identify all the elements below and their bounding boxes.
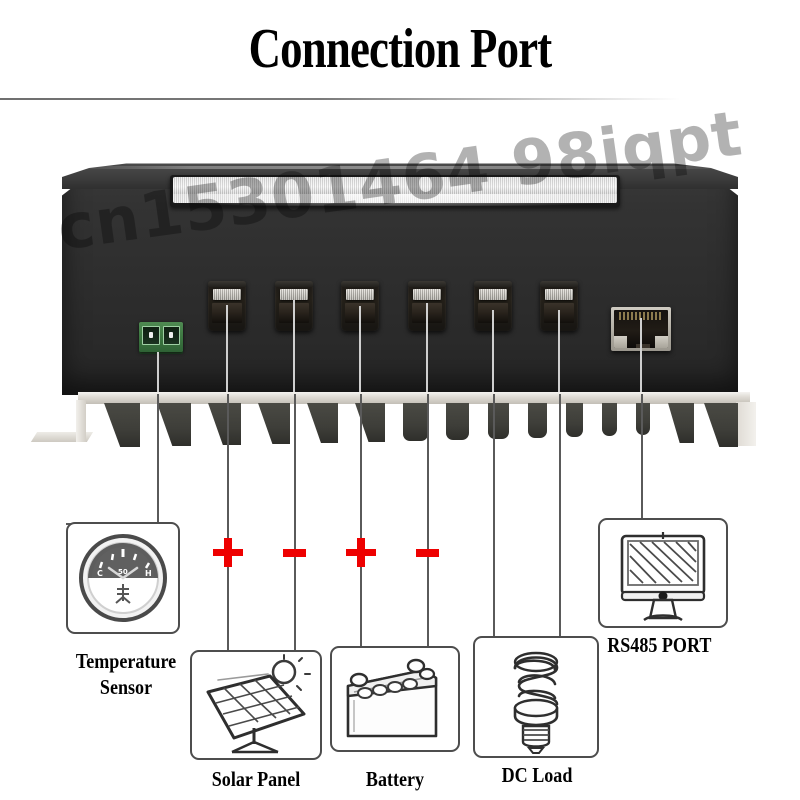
rj45-contact-pins — [619, 312, 663, 320]
port-lip — [341, 281, 379, 287]
heatsink-fin — [208, 403, 241, 445]
icon-box-rs485-port[interactable] — [598, 518, 728, 628]
heatsink-fin — [636, 403, 650, 435]
callout-line-dcload-a — [493, 394, 495, 636]
pointer-stub-temp — [157, 352, 159, 394]
page-title: Connection Port — [248, 18, 553, 80]
heat-sink — [18, 392, 766, 468]
pointer-stub-1 — [226, 305, 228, 394]
pointer-stub-2 — [293, 300, 295, 394]
label-rs485-port: RS485 PORT — [607, 633, 712, 657]
heatsink-foot-right — [736, 402, 756, 446]
port-lip — [540, 281, 578, 287]
car-battery-icon — [346, 658, 438, 738]
port-clamp-bar — [545, 289, 573, 300]
heatsink-fin — [566, 403, 583, 437]
power-port-6[interactable] — [540, 281, 578, 331]
heatsink-fin — [704, 403, 738, 447]
rj45-notch-right — [655, 336, 668, 348]
svg-text:C: C — [97, 569, 103, 578]
icon-box-temperature-sensor[interactable]: C 50 H — [66, 522, 180, 634]
port-lip — [474, 281, 512, 287]
rj45-latch-slot — [636, 344, 650, 348]
heatsink-fin — [668, 403, 694, 443]
port-lip — [208, 281, 246, 287]
aluminium-strip-gloss — [173, 194, 617, 206]
heatsink-fin — [157, 403, 191, 446]
pointer-stub-4 — [426, 303, 428, 394]
rj45-notch-left — [614, 336, 627, 348]
terminal-pin-2 — [162, 326, 180, 345]
label-battery: Battery — [365, 767, 425, 791]
heatsink-fin — [258, 403, 290, 444]
controller-device: cn15301464 98iqpt — [53, 96, 747, 395]
heatsink-fin — [446, 403, 469, 440]
heatsink-fin — [307, 403, 338, 443]
icon-box-dc-load[interactable] — [473, 636, 599, 758]
label-solar-panel: Solar Panel — [211, 767, 301, 791]
port-clamp-bar — [413, 289, 441, 300]
callout-line-solar-negative — [294, 394, 296, 652]
label-line-2: Sensor — [99, 675, 153, 699]
title-divider — [0, 98, 800, 100]
pointer-stub-3 — [359, 306, 361, 394]
terminal-screw-icon — [169, 331, 174, 338]
temperature-sensor-terminal[interactable] — [139, 322, 183, 352]
pointer-stub-rs485 — [640, 318, 642, 394]
device-top-highlight — [72, 166, 728, 169]
heatsink-fin — [403, 403, 428, 441]
label-line-1: Temperature — [75, 649, 177, 673]
solar-panel-icon — [206, 654, 311, 754]
cfl-bulb-icon — [513, 651, 559, 754]
callout-line-solar-positive — [227, 394, 229, 652]
port-clamp-bar — [346, 289, 374, 300]
port-lip — [275, 281, 313, 287]
pointer-stub-6 — [558, 310, 560, 394]
port-clamp-bar — [213, 289, 241, 300]
callout-line-dcload-b — [559, 394, 561, 636]
svg-text:50: 50 — [118, 568, 128, 576]
label-dc-load: DC Load — [501, 763, 573, 787]
port-clamp-bar — [280, 289, 308, 300]
heatsink-fin — [488, 403, 509, 439]
label-temperature-sensor: Temperature Sensor — [57, 648, 195, 700]
callout-line-battery-negative — [427, 394, 429, 648]
terminal-pin-1 — [142, 326, 160, 345]
callout-line-battery-positive — [360, 394, 362, 648]
heatsink-fin — [602, 403, 617, 436]
icon-box-solar-panel[interactable] — [190, 650, 322, 760]
callout-line-rs485 — [641, 394, 643, 518]
thermometer-gauge-icon: C 50 H — [79, 534, 167, 622]
heatsink-top-plate — [78, 392, 750, 404]
svg-text:H: H — [145, 569, 152, 578]
icon-box-battery[interactable] — [330, 646, 460, 752]
pointer-stub-5 — [492, 310, 494, 394]
heatsink-fin — [104, 403, 140, 447]
heatsink-leg-left — [76, 400, 86, 442]
port-clamp-bar — [479, 289, 507, 300]
terminal-screw-icon — [148, 331, 153, 338]
port-lip — [408, 281, 446, 287]
callout-line-temperature — [157, 394, 159, 524]
heatsink-fin — [528, 403, 547, 438]
monitor-icon — [620, 532, 706, 622]
